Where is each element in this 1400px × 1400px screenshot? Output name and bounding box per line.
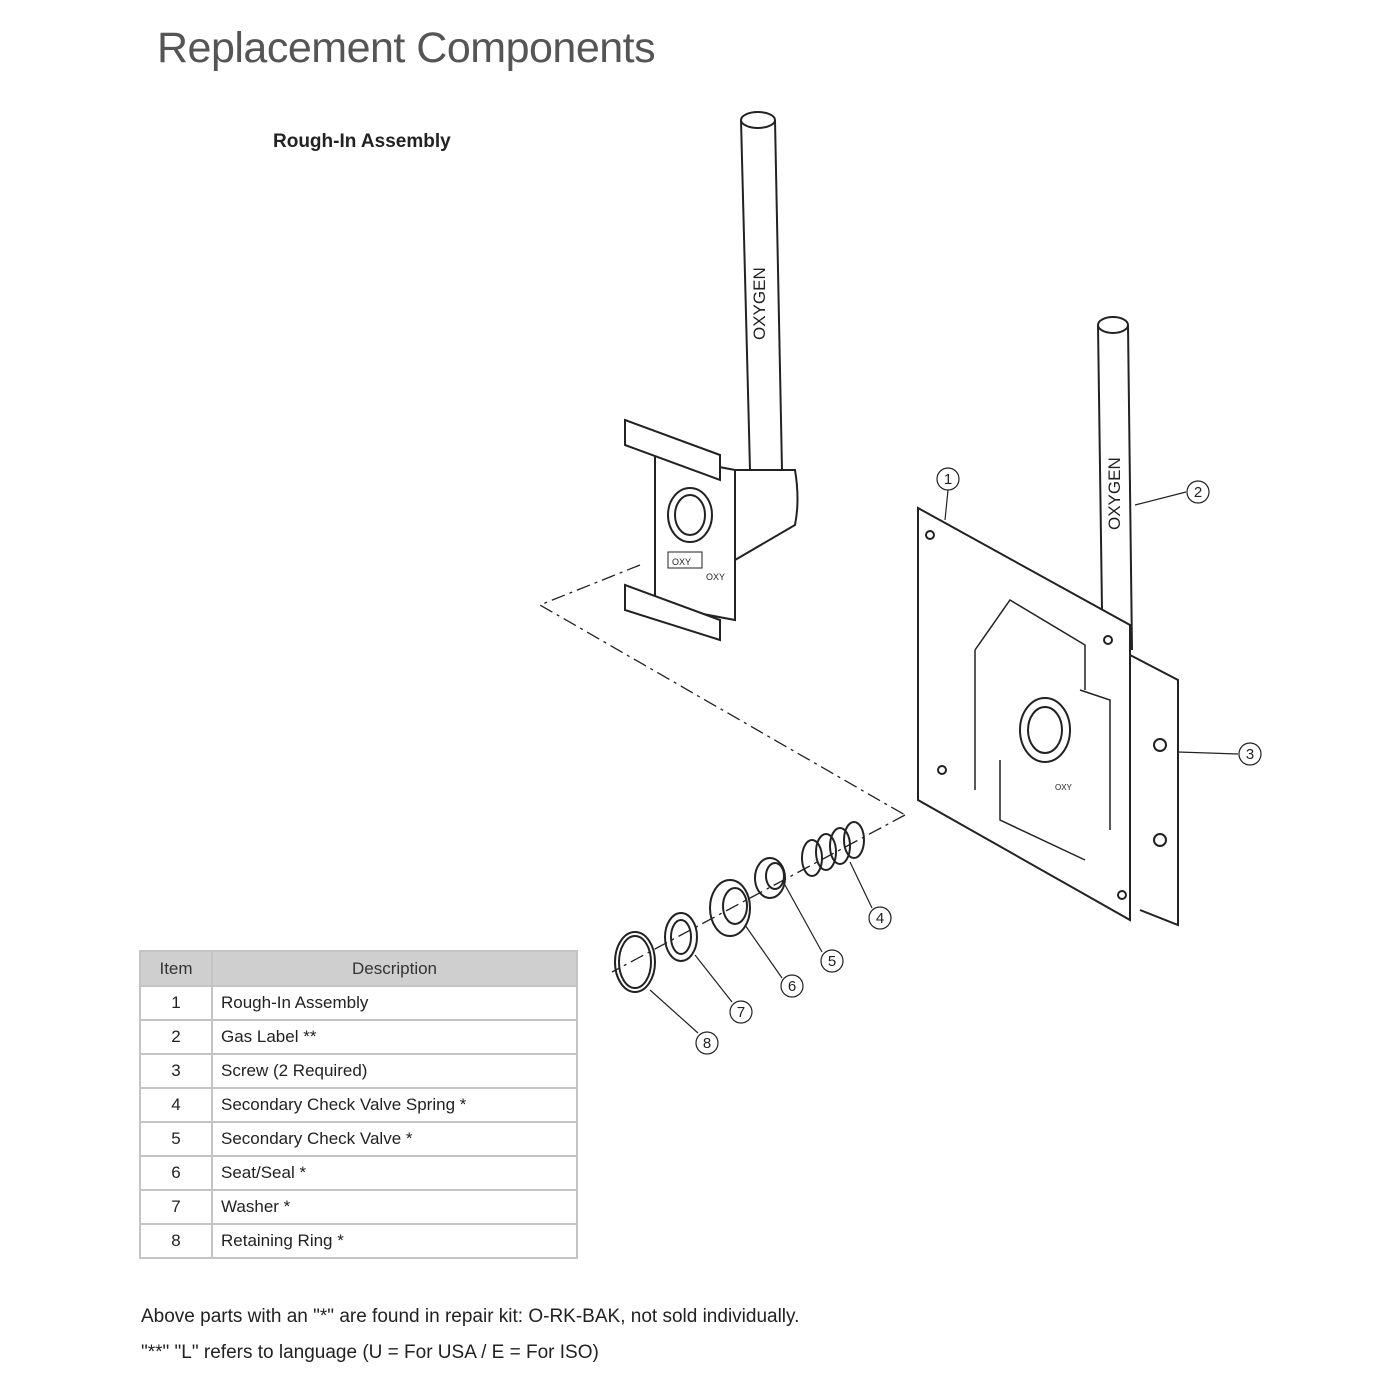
callout-number: 6 [788,978,796,995]
item-number: 8 [139,1223,213,1259]
language-note: "**" "L" refers to language (U = For USA… [141,1342,599,1363]
item-description: Retaining Ring * [211,1223,578,1259]
pipe-label-right: OXYGEN [1105,457,1124,530]
item-description: Secondary Check Valve * [211,1121,578,1157]
pipe-label-left: OXYGEN [750,267,769,340]
table-header-row: Item Description [139,950,578,987]
item-description: Screw (2 Required) [211,1053,578,1089]
spring [801,821,865,877]
callout-3 [1238,742,1262,766]
item-number: 3 [139,1053,213,1089]
item-description: Rough-In Assembly [211,985,578,1021]
left-gas-pipe: OXYGEN [740,111,783,471]
callout-number: 7 [737,1004,745,1021]
column-header-item: Item [139,950,213,987]
left-rough-in-box: OXY OXY [624,418,799,642]
callout-number: 1 [944,471,952,488]
item-description: Seat/Seal * [211,1155,578,1191]
callout-number: 8 [703,1035,711,1052]
right-gas-pipe: OXYGEN [1097,316,1133,651]
rough-in-plate: OXY [917,506,1179,927]
retaining-ring [614,931,656,993]
callout-1 [936,467,960,491]
item-number: 2 [139,1019,213,1055]
check-valve [754,857,786,899]
item-number: 1 [139,985,213,1021]
callout-number: 2 [1194,484,1202,501]
callout-number: 3 [1246,746,1254,763]
callout-5 [820,949,844,973]
section-title: Rough-In Assembly [273,131,451,152]
small-gas-label: OXY [706,572,725,582]
washer [664,912,698,962]
callout-7 [729,1000,753,1024]
callout-6 [780,974,804,998]
seat-seal [709,879,751,937]
item-number: 5 [139,1121,213,1157]
repair-kit-note: Above parts with an "*" are found in rep… [141,1306,800,1327]
item-description: Secondary Check Valve Spring * [211,1087,578,1123]
column-header-description: Description [211,950,578,987]
item-number: 7 [139,1189,213,1225]
callout-8 [695,1031,719,1055]
small-gas-label: OXY [1055,783,1073,792]
callout-leaders [649,489,1239,1034]
callout-2 [1186,480,1210,504]
item-description: Washer * [211,1189,578,1225]
center-line [538,564,906,973]
item-number: 6 [139,1155,213,1191]
callout-number: 5 [828,953,836,970]
item-number: 4 [139,1087,213,1123]
small-gas-label: OXY [672,557,691,567]
callout-number: 4 [876,910,884,927]
page-title: Replacement Components [157,24,656,72]
callout-4 [868,906,892,930]
item-description: Gas Label ** [211,1019,578,1055]
